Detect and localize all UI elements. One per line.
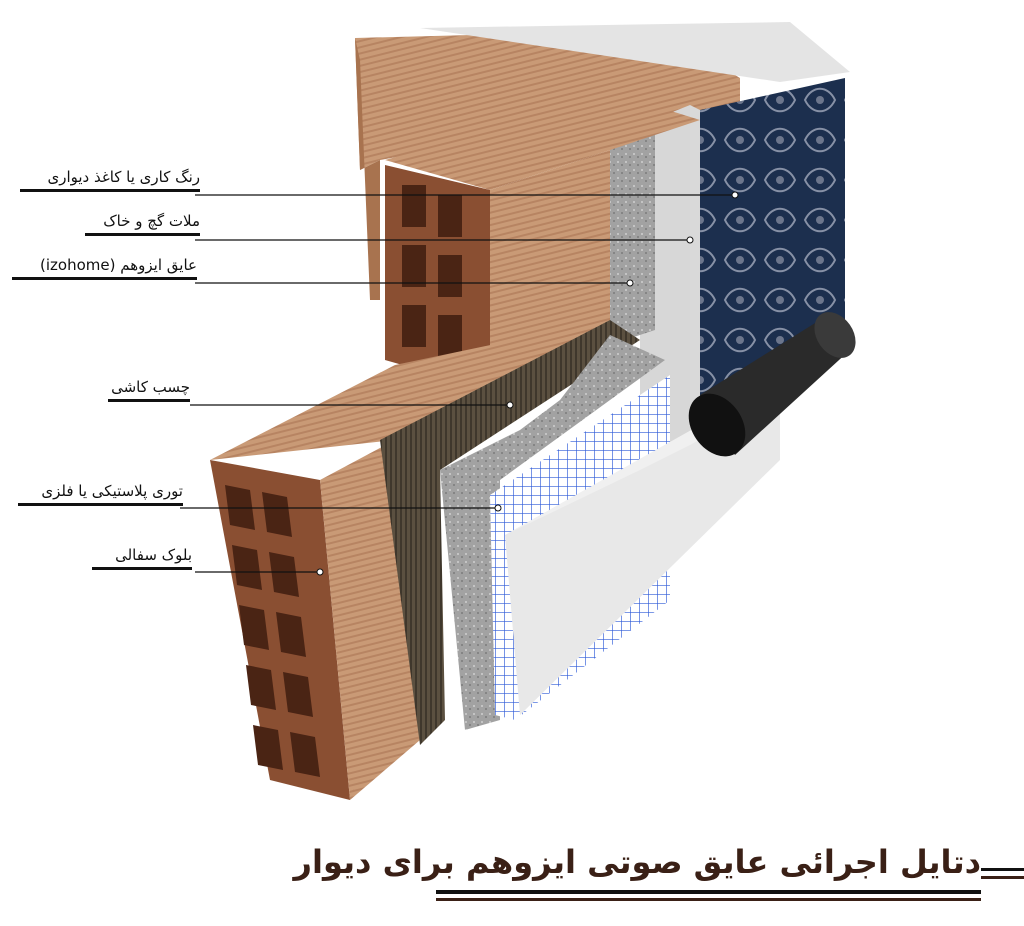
wallpaper-edge <box>688 105 700 445</box>
page-title: دتایل اجرائی عایق صوتی ایزوهم برای دیوار <box>293 843 981 881</box>
finish-layer <box>505 380 780 715</box>
title-underline-top <box>436 890 981 894</box>
label-mesh: توری پلاستیکی یا فلزی <box>18 482 183 506</box>
label-plaster: ملات گچ و خاک <box>85 212 200 236</box>
back-brick-side <box>355 38 380 300</box>
upper-brick-cells <box>402 185 462 357</box>
wall-top-cap <box>420 22 850 82</box>
insulation-upper <box>610 128 655 345</box>
label-paint: رنگ کاری یا کاغذ دیواری <box>20 168 200 192</box>
title-underline-bottom <box>436 898 981 901</box>
label-insulation: عایق ایزوهم (izohome) <box>12 256 197 280</box>
title-side-rule-bottom <box>981 876 1024 879</box>
title-side-rule-top <box>981 868 1024 871</box>
wallpaper-roll <box>688 312 856 457</box>
lower-brick-top <box>210 320 610 460</box>
upper-brick-top <box>385 95 700 190</box>
lower-brick-cells <box>225 485 320 777</box>
label-clay-block: بلوک سفالی <box>92 546 192 570</box>
leader-dots <box>316 191 739 576</box>
label-tile-adhesive: چسب کاشی <box>108 378 190 402</box>
back-brick-wall <box>355 30 740 170</box>
tile-adhesive-layer <box>380 320 640 745</box>
leader-lines <box>180 194 735 573</box>
